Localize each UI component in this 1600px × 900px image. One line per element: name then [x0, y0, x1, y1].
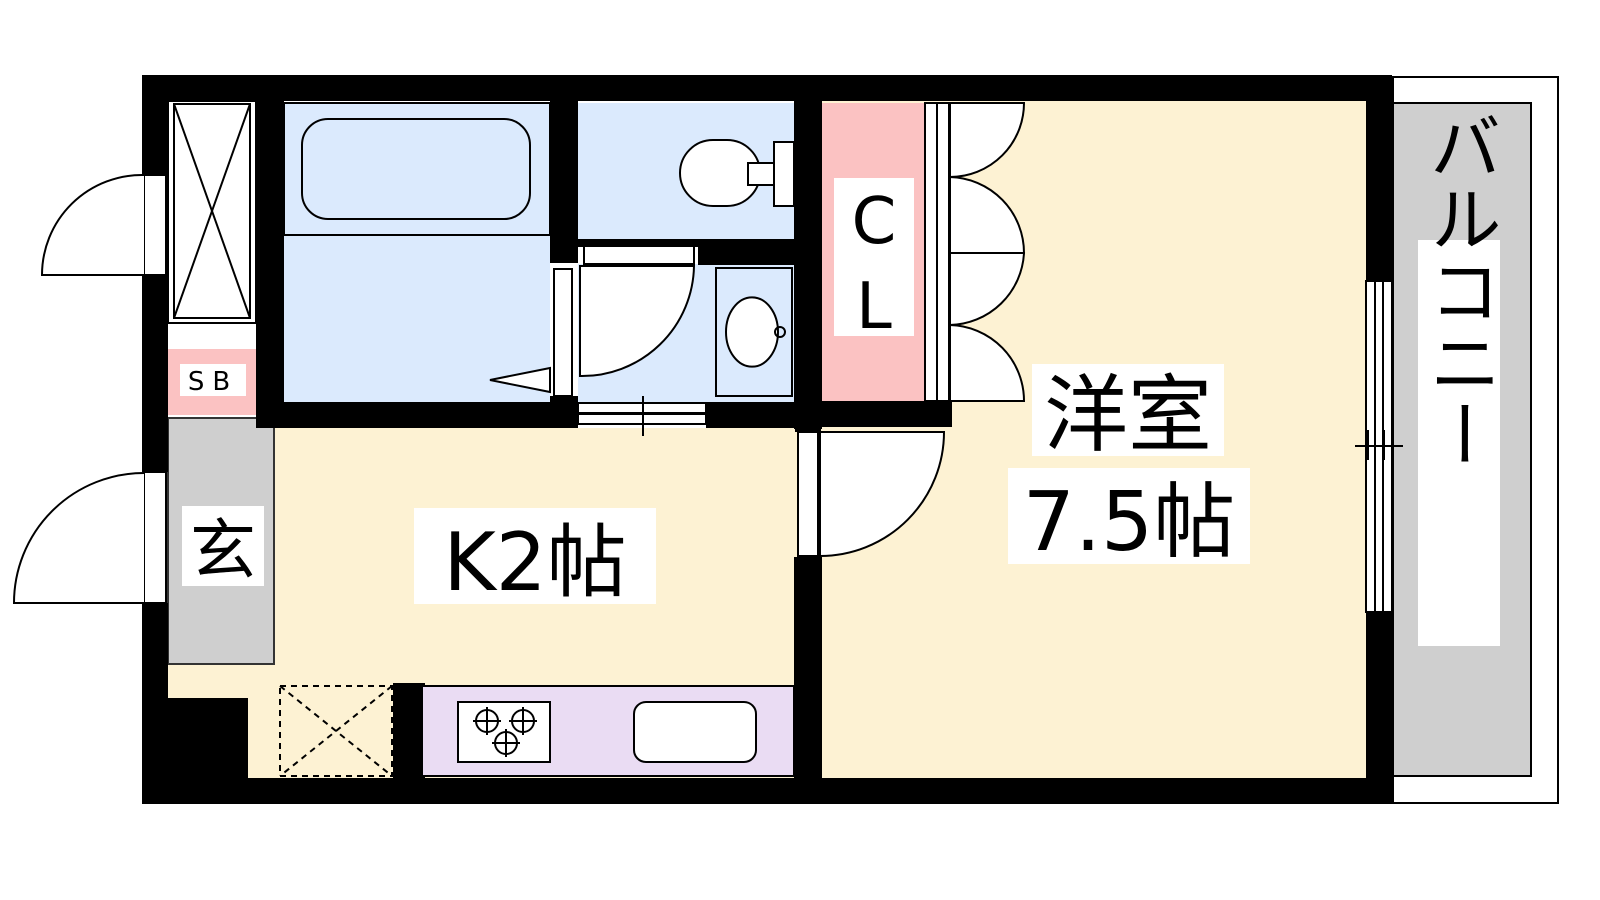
entrance-label: 玄 — [182, 506, 264, 589]
closet-label-line1: C — [852, 185, 897, 259]
room-door — [797, 431, 946, 558]
kitchen-label-text: K2帖 — [443, 516, 626, 609]
bathroom-floor — [284, 103, 550, 403]
closet-label: C L — [834, 178, 914, 344]
sliding-door — [577, 396, 707, 436]
storage-cabinet — [167, 100, 257, 324]
entrance-door — [12, 471, 167, 604]
service-door — [40, 173, 167, 276]
shoebox-label-text: SB — [188, 367, 238, 397]
stove-burners-icon — [473, 707, 537, 757]
washroom-door — [489, 245, 696, 397]
closet-doors — [924, 102, 1026, 402]
western-room-name: 洋室 — [1044, 366, 1212, 464]
shoebox-label: SB — [180, 364, 246, 397]
kitchen-counter — [393, 683, 795, 779]
closet-label-line2: L — [856, 270, 892, 344]
refrigerator-space — [279, 685, 393, 777]
western-room-label: 洋室 7.5帖 — [1008, 364, 1250, 570]
outer-walls — [142, 75, 1392, 804]
entrance-label-text: 玄 — [190, 512, 256, 589]
inner-walls — [256, 101, 952, 778]
toilet — [679, 139, 795, 207]
kitchen-label: K2帖 — [414, 508, 656, 609]
balcony-label: バルコニー — [1417, 110, 1501, 646]
balcony-label-text: バルコニー — [1417, 110, 1501, 470]
washbasin — [715, 267, 793, 397]
balcony-window — [1355, 280, 1403, 613]
bathtub — [283, 102, 551, 236]
western-room-size: 7.5帖 — [1023, 475, 1235, 570]
